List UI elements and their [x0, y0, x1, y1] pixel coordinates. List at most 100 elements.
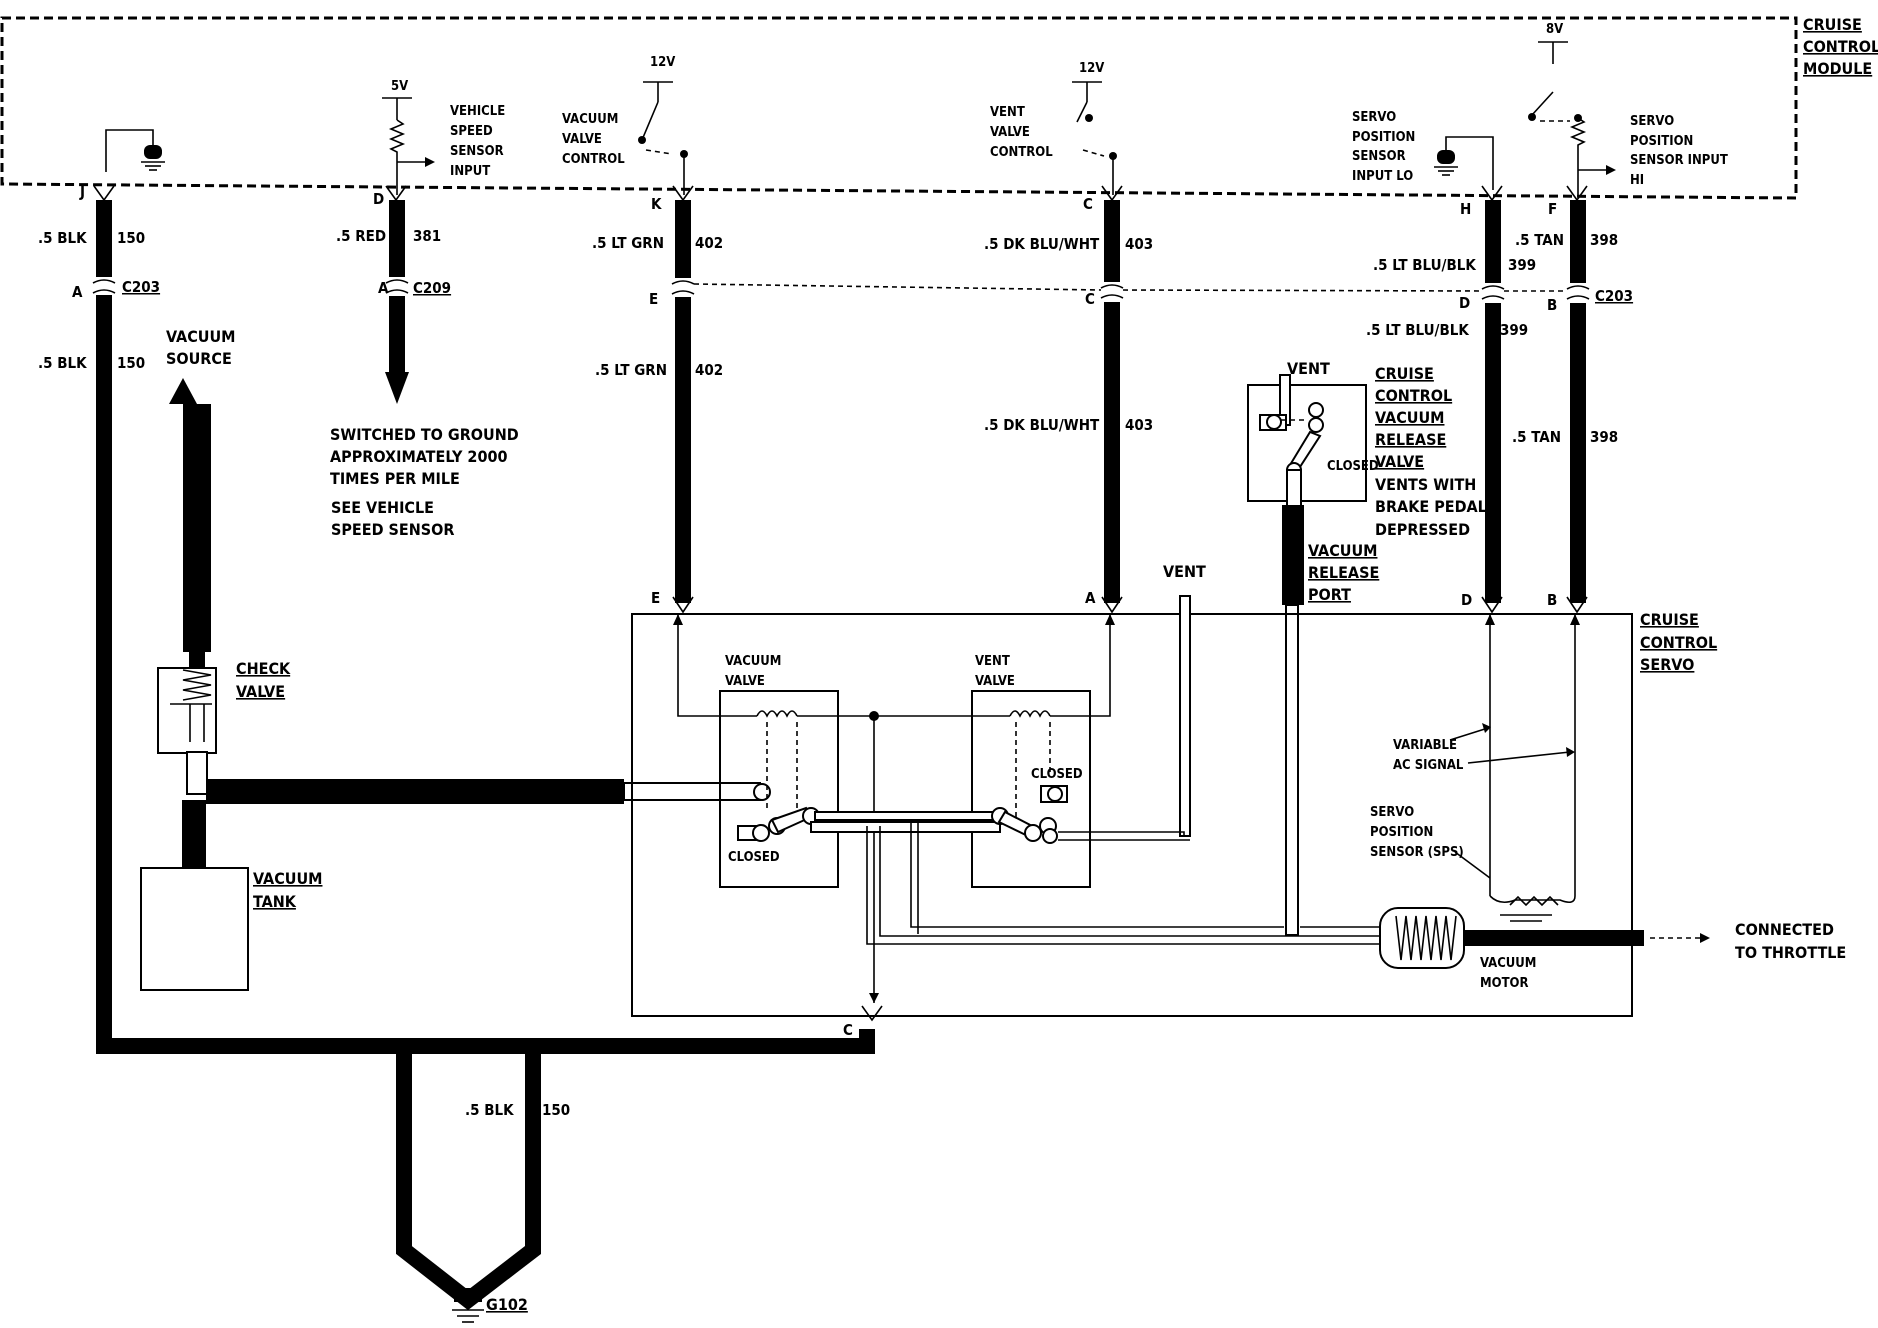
- w5b-gauge: .5 LT BLU/BLK: [1366, 321, 1469, 339]
- vacuum-motor-1: VACUUM: [1480, 956, 1536, 971]
- c203-left-name: C203: [122, 278, 160, 296]
- w7-circuit: 150: [542, 1101, 570, 1119]
- vss-label-1: VEHICLE: [450, 104, 505, 119]
- sps-3: SENSOR (SPS): [1370, 845, 1464, 860]
- wire-150-blk-left: [96, 200, 875, 1054]
- vacuum-source-1: VACUUM: [166, 327, 235, 346]
- release-valve-5: VALVE: [1375, 452, 1424, 471]
- vacuum-valve-box: [719, 690, 839, 888]
- release-valve-1: CRUISE: [1375, 364, 1434, 383]
- vacuum-source-arrow: [169, 378, 197, 404]
- vacuum-tank-1: VACUUM: [253, 869, 322, 888]
- servo-title-1: CRUISE: [1640, 610, 1699, 629]
- w2-circuit: 381: [413, 227, 441, 245]
- spslo-label-4: INPUT LO: [1352, 169, 1413, 184]
- variable-ac-1: VARIABLE: [1393, 738, 1457, 753]
- module-ground-j: [105, 129, 165, 172]
- release-valve-4: RELEASE: [1375, 430, 1446, 449]
- vent-mid-label: VENT: [1163, 562, 1206, 581]
- closed-vac: CLOSED: [728, 850, 780, 865]
- connector-marks: [92, 279, 1590, 300]
- release-port-1: VACUUM: [1308, 541, 1377, 560]
- w4b-circuit: 403: [1125, 416, 1153, 434]
- sps-lo-circuit: [1434, 136, 1494, 190]
- cavity-f-label: F: [1548, 200, 1557, 218]
- vacuum-tank-2: TANK: [253, 892, 297, 911]
- cavity-j-label: J: [79, 183, 85, 201]
- spslo-label-2: POSITION: [1352, 130, 1415, 145]
- supply-hose-main: [206, 779, 624, 804]
- release-port-2: RELEASE: [1308, 563, 1379, 582]
- servo-position-sensor: [1485, 614, 1580, 922]
- cavity-h-label: H: [1460, 200, 1471, 218]
- check-valve: [157, 652, 217, 795]
- w2-gauge: .5 RED: [336, 227, 386, 245]
- spslo-label-3: SENSOR: [1352, 149, 1406, 164]
- release-port-hose: [1282, 505, 1304, 605]
- vss-label-3: SENSOR: [450, 144, 504, 159]
- vacuum-tank: [140, 867, 249, 991]
- vss-input-circuit: [382, 97, 435, 195]
- ventvc-label-2: VALVE: [990, 125, 1030, 140]
- vent-valve-2: VALVE: [975, 674, 1015, 689]
- vacuum-release-valve-box: [1247, 384, 1367, 502]
- w3b-gauge: .5 LT GRN: [595, 361, 667, 379]
- vss-label-4: INPUT: [450, 164, 490, 179]
- v12-vent-label: 12V: [1079, 61, 1104, 76]
- cavity-d-label: D: [373, 190, 384, 208]
- sps-hi-circuit: [1528, 41, 1616, 195]
- sps-2: POSITION: [1370, 825, 1433, 840]
- vent-valve-control-switch: [1072, 81, 1117, 195]
- release-desc-2: BRAKE PEDAL: [1375, 497, 1487, 516]
- servo-title-2: CONTROL: [1640, 633, 1717, 652]
- vvc-label-2: VALVE: [562, 132, 602, 147]
- vvc-label-3: CONTROL: [562, 152, 625, 167]
- check-valve-2: VALVE: [236, 682, 285, 701]
- vss-label-2: SPEED: [450, 124, 493, 139]
- vent-top-label: VENT: [1287, 359, 1330, 378]
- vss-see-1: SEE VEHICLE: [331, 498, 434, 517]
- vvc-label-1: VACUUM: [562, 112, 618, 127]
- w1b-gauge: .5 BLK: [38, 354, 87, 372]
- mid-d-label: D: [1459, 294, 1470, 312]
- w1-circuit: 150: [117, 229, 145, 247]
- release-valve-2: CONTROL: [1375, 386, 1452, 405]
- wire-150-blk-ground: [396, 1046, 541, 1311]
- servo-e-label: E: [651, 589, 660, 607]
- throttle-2: TO THROTTLE: [1735, 943, 1846, 962]
- spshi-label-3: SENSOR INPUT: [1630, 153, 1728, 168]
- w7-gauge: .5 BLK: [465, 1101, 514, 1119]
- vss-note-3: TIMES PER MILE: [330, 469, 460, 488]
- w6-gauge: .5 TAN: [1515, 231, 1564, 249]
- w6b-circuit: 398: [1590, 428, 1618, 446]
- w5-circuit: 399: [1508, 256, 1536, 274]
- w4b-gauge: .5 DK BLU/WHT: [984, 416, 1100, 434]
- module-title-line1: CRUISE: [1803, 15, 1862, 34]
- c203-right-name: C203: [1595, 287, 1633, 305]
- w1b-circuit: 150: [117, 354, 145, 372]
- module-boundary: [0, 16, 1798, 200]
- w5-gauge: .5 LT BLU/BLK: [1373, 256, 1476, 274]
- supply-hose-end: [623, 782, 761, 801]
- w3b-circuit: 402: [695, 361, 723, 379]
- release-valve-mechanism: [1259, 374, 1324, 507]
- cavity-k-label: K: [651, 195, 662, 213]
- vss-arrow: [385, 372, 409, 404]
- release-port-3: PORT: [1308, 585, 1351, 604]
- vent-tube: [1179, 595, 1191, 837]
- c209-name: C209: [413, 279, 451, 297]
- vacuum-valve-2: VALVE: [725, 674, 765, 689]
- mid-e-label: E: [649, 290, 658, 308]
- release-desc-1: VENTS WITH: [1375, 475, 1476, 494]
- w3-circuit: 402: [695, 234, 723, 252]
- release-valve-3: VACUUM: [1375, 408, 1444, 427]
- v8-label: 8V: [1546, 22, 1563, 37]
- w6b-gauge: .5 TAN: [1512, 428, 1561, 446]
- release-desc-3: DEPRESSED: [1375, 520, 1470, 539]
- ventvc-label-3: CONTROL: [990, 145, 1053, 160]
- cavity-c-label: C: [1083, 195, 1093, 213]
- ground-g102-symbol: [452, 1288, 484, 1323]
- vss-note-1: SWITCHED TO GROUND: [330, 425, 519, 444]
- cruise-control-servo-box: [631, 613, 1633, 1017]
